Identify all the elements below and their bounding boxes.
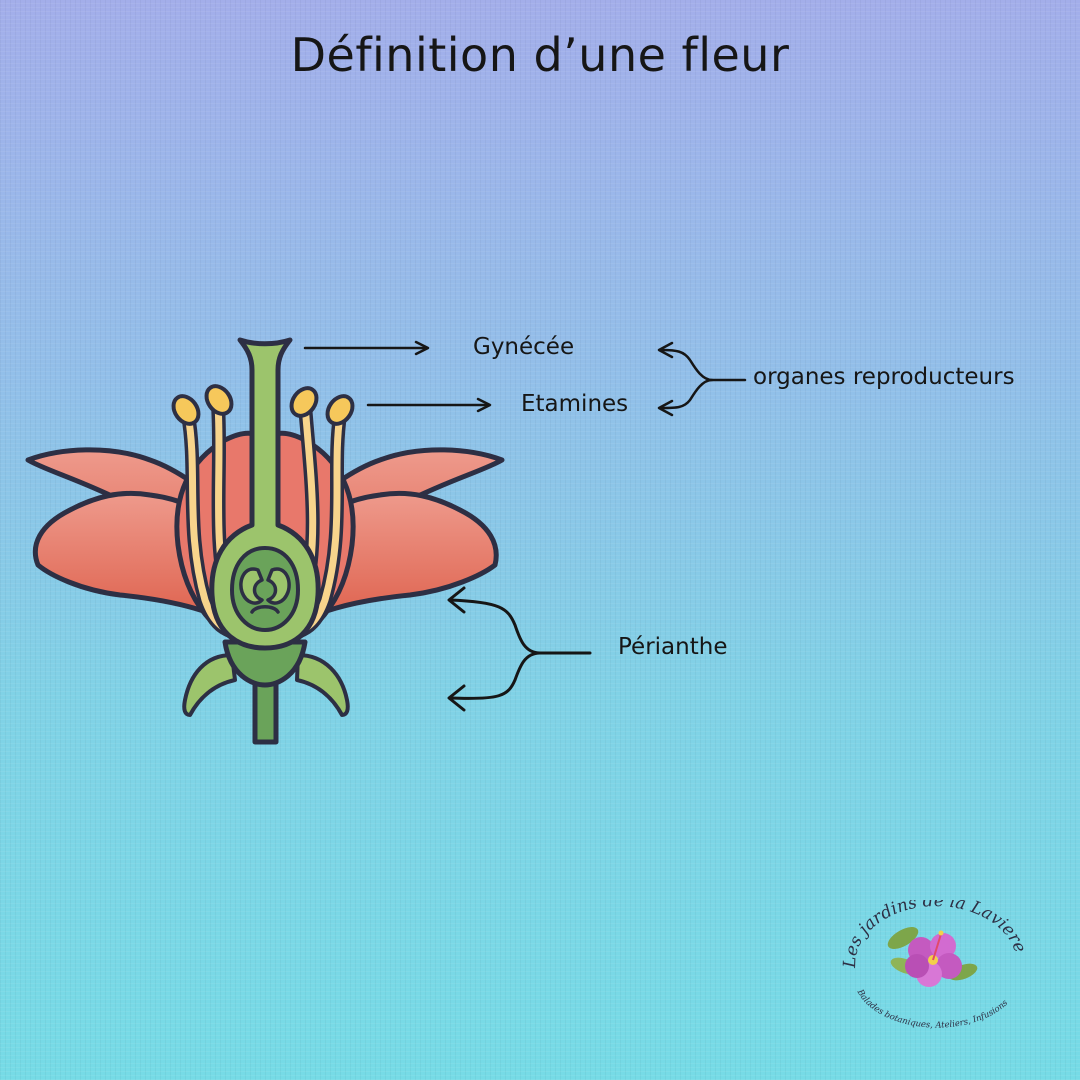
hibiscus-icon [887,927,978,987]
brace-icon-organes [657,341,747,417]
sepal-right [295,653,350,717]
label-etamines: Etamines [521,391,629,417]
label-organes-reproducteurs: organes reproducteurs [753,364,1015,390]
anther-3 [289,386,319,418]
anther-2 [204,384,234,416]
logo-tagline: Balades botaniques, Ateliers, Infusions [854,987,1010,1030]
arrow-icon-etamines [366,397,492,413]
brand-logo: Les jardins de la Laviere Balades botani… [840,900,1028,1030]
label-gynecee: Gynécée [473,334,575,360]
anther-1 [171,394,201,426]
anther-4 [325,394,355,426]
page-title: Définition d’une fleur [290,28,790,82]
brace-icon-perianthe [447,586,592,712]
ovule-center [250,605,280,614]
sepal-left [182,653,237,717]
receptacle [222,639,308,688]
label-perianthe: Périanthe [618,634,728,660]
arrow-icon-gynecee [303,340,430,356]
ovule-left [239,567,264,605]
ovule-right [266,567,291,605]
